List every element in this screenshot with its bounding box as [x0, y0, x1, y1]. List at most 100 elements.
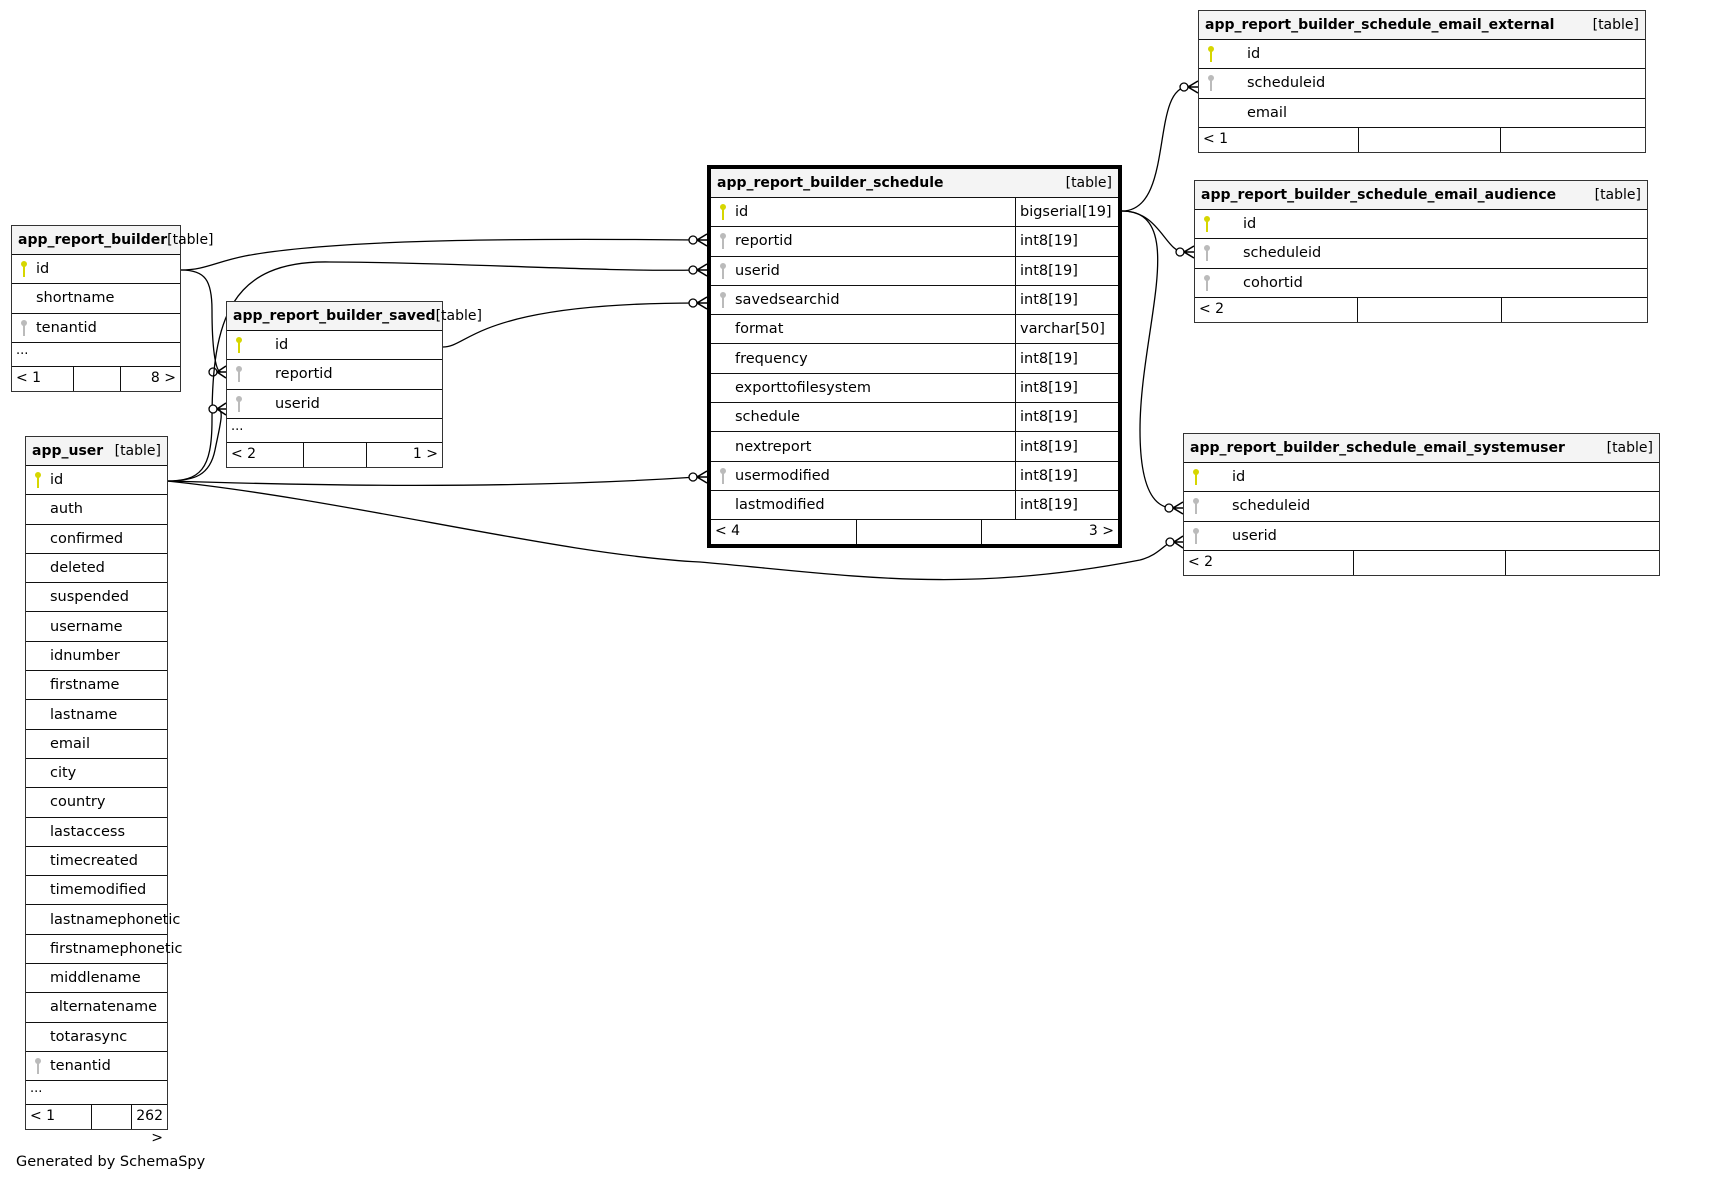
column-name[interactable]: id [1247, 46, 1261, 63]
column-name[interactable]: lastmodified [735, 497, 825, 514]
column-row[interactable]: firstnamephonetic [26, 935, 183, 965]
column-row[interactable]: shortname [12, 284, 180, 314]
parents-count[interactable]: < 4 [715, 523, 741, 540]
column-name[interactable]: reportid [735, 233, 793, 250]
column-name[interactable]: cohortid [1243, 274, 1303, 291]
column-row[interactable]: tenantid [26, 1052, 167, 1082]
column-name[interactable]: savedsearchid [735, 292, 840, 309]
column-row[interactable]: firstname [26, 671, 167, 701]
column-name[interactable]: tenantid [50, 1058, 111, 1075]
column-name[interactable]: userid [1232, 527, 1277, 544]
user-to-schedule-usermodified[interactable] [166, 470, 708, 487]
column-row[interactable]: scheduleid [1195, 239, 1647, 269]
column-name[interactable]: email [1247, 104, 1287, 121]
more-columns-indicator[interactable]: ... [12, 343, 180, 367]
table-name[interactable]: app_report_builder_schedule_email_extern… [1205, 17, 1555, 33]
report-builder-to-saved-reportid[interactable] [180, 269, 227, 379]
children-count[interactable] [1502, 298, 1647, 322]
table-name[interactable]: app_report_builder_saved [233, 308, 436, 324]
children-count[interactable]: 8 > [150, 369, 176, 386]
saved-to-schedule-savedsearchid[interactable] [442, 296, 708, 348]
table-header[interactable]: app_report_builder_schedule_email_system… [1184, 434, 1659, 463]
children-count[interactable]: 262 > [136, 1108, 163, 1147]
table-header[interactable]: app_report_builder_schedule_email_extern… [1199, 11, 1645, 40]
column-name[interactable]: lastnamephonetic [50, 911, 181, 928]
column-row[interactable]: scheduleid [1199, 69, 1645, 99]
column-row[interactable]: id [1199, 40, 1645, 70]
column-name[interactable]: city [50, 765, 77, 782]
children-count[interactable]: 1 > [412, 445, 438, 462]
column-row[interactable]: id [12, 255, 180, 285]
children-count[interactable] [1506, 551, 1659, 575]
more-columns-indicator[interactable]: ... [26, 1081, 167, 1106]
column-row[interactable]: timecreated [26, 847, 167, 877]
parents-count[interactable]: < 2 [1188, 553, 1214, 570]
table-header[interactable]: app_report_builder[table] [12, 226, 214, 255]
column-name[interactable]: userid [735, 262, 780, 279]
column-name[interactable]: username [50, 618, 123, 635]
column-row[interactable]: lastnamephonetic [26, 905, 180, 935]
column-name[interactable]: suspended [50, 589, 129, 606]
table-name[interactable]: app_report_builder_schedule_email_audien… [1201, 187, 1557, 203]
column-name[interactable]: email [50, 735, 90, 752]
column-row[interactable]: lastname [26, 700, 167, 730]
parents-count[interactable]: < 1 [30, 1108, 56, 1125]
table-name[interactable]: app_report_builder_schedule_email_system… [1190, 440, 1565, 456]
column-row[interactable]: deleted [26, 554, 167, 584]
column-name[interactable]: id [735, 204, 749, 221]
column-name[interactable]: timemodified [50, 882, 147, 899]
column-row[interactable]: suspended [26, 583, 167, 613]
children-count[interactable]: 3 > [1088, 523, 1114, 540]
column-name[interactable]: id [1232, 469, 1246, 486]
children-count[interactable] [1501, 128, 1645, 152]
table-name[interactable]: app_report_builder_schedule [717, 175, 944, 191]
parents-count[interactable]: < 1 [1203, 130, 1229, 147]
column-row[interactable]: id [1184, 463, 1659, 493]
column-name[interactable]: id [275, 337, 289, 354]
table-app-report-builder-schedule-email-external[interactable]: app_report_builder_schedule_email_extern… [1198, 10, 1646, 153]
column-row[interactable]: scheduleid [1184, 492, 1659, 522]
column-name[interactable]: timecreated [50, 853, 138, 869]
column-name[interactable]: scheduleid [1232, 498, 1311, 515]
column-name[interactable]: alternatename [50, 999, 158, 1016]
table-header[interactable]: app_report_builder_schedule_email_audien… [1195, 181, 1647, 210]
column-name[interactable]: shortname [36, 290, 115, 307]
column-row[interactable]: timemodified [26, 876, 167, 906]
column-name[interactable]: lastaccess [50, 823, 126, 840]
column-row[interactable]: id [227, 331, 442, 361]
parents-count[interactable]: < 2 [1199, 300, 1225, 317]
more-columns-indicator[interactable]: ... [227, 419, 442, 443]
column-name[interactable]: firstname [50, 677, 120, 694]
schedule-to-systemuser-scheduleid[interactable] [1121, 210, 1184, 515]
user-to-saved-userid[interactable] [166, 402, 227, 482]
table-header[interactable]: app_report_builder_schedule[table] [711, 169, 1118, 198]
column-name[interactable]: schedule [735, 409, 800, 426]
column-row[interactable]: id [1195, 210, 1647, 240]
parents-count[interactable]: < 2 [231, 445, 257, 462]
schedule-to-external-scheduleid[interactable] [1121, 80, 1199, 212]
column-row[interactable]: city [26, 759, 167, 789]
column-row[interactable]: email [26, 730, 167, 759]
column-row[interactable]: reportid [227, 360, 442, 390]
column-name[interactable]: exporttofilesystem [735, 379, 872, 396]
report-builder-to-schedule-reportid[interactable] [180, 233, 708, 271]
table-name[interactable]: app_report_builder [18, 232, 168, 248]
column-name[interactable]: usermodified [735, 467, 830, 484]
column-row[interactable]: auth [26, 495, 167, 525]
column-row[interactable]: country [26, 788, 167, 818]
column-name[interactable]: nextreport [735, 438, 812, 455]
column-row[interactable]: cohortid [1195, 269, 1647, 298]
column-name[interactable]: id [1243, 216, 1257, 233]
column-name[interactable]: firstnamephonetic [50, 940, 183, 957]
